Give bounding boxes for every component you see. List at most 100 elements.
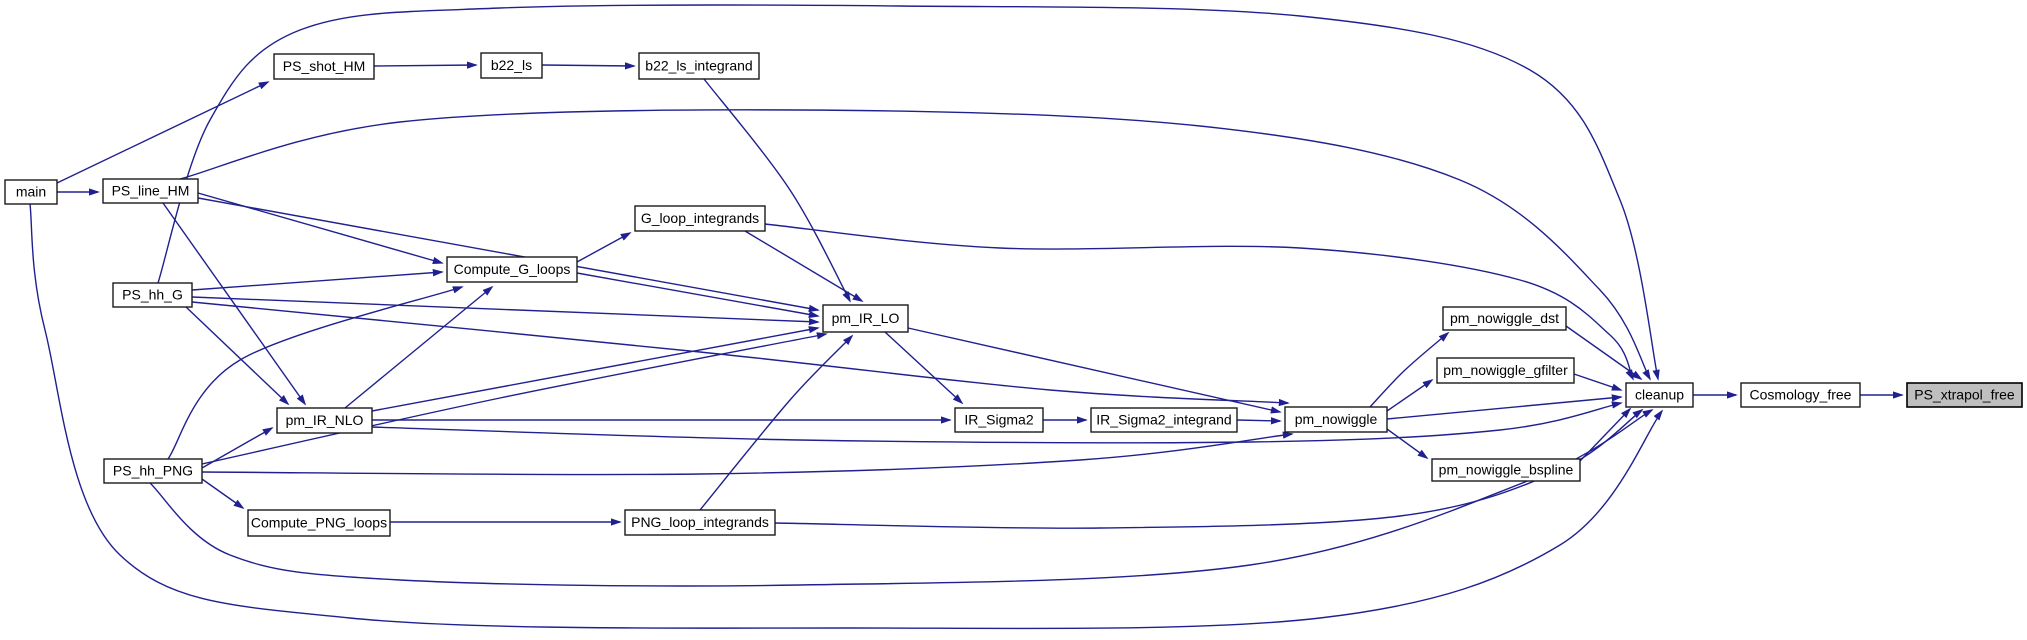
node-PS_shot_HM[interactable]: PS_shot_HM [273, 53, 375, 80]
node-pm_nowiggle_bspline-box[interactable] [1431, 458, 1581, 482]
node-pm_nowiggle_gfilter-box[interactable] [1436, 357, 1575, 384]
edge-G_loop_integrands-to-pm_IR_LO [744, 230, 864, 302]
node-b22_ls_integrand[interactable]: b22_ls_integrand [638, 52, 760, 80]
node-pm_IR_LO[interactable]: pm_IR_LO [822, 304, 909, 333]
node-PS_line_HM[interactable]: PS_line_HM [102, 178, 199, 204]
edge-PS_hh_PNG-to-cleanup [149, 409, 1654, 587]
node-PNG_loop_integrands-label: PNG_loop_integrands [631, 514, 769, 530]
node-b22_ls-label: b22_ls [491, 57, 532, 73]
node-PS_hh_G[interactable]: PS_hh_G [112, 282, 193, 308]
node-Compute_PNG_loops[interactable]: Compute_PNG_loops [247, 509, 391, 537]
node-main-box[interactable] [4, 179, 58, 205]
node-pm_nowiggle_bspline-label: pm_nowiggle_bspline [1439, 462, 1574, 478]
node-pm_nowiggle_gfilter-label: pm_nowiggle_gfilter [1443, 362, 1568, 378]
node-PS_xtrapol_free[interactable]: PS_xtrapol_free [1906, 382, 2023, 408]
node-b22_ls[interactable]: b22_ls [480, 52, 543, 79]
edge-PS_shot_HM-to-b22_ls [373, 61, 478, 69]
edge-IR_Sigma2_integrand-to-pm_nowiggle [1236, 417, 1282, 425]
edge-pm_nowiggle_dst-to-cleanup [1565, 325, 1643, 381]
edge-main-to-cleanup [29, 203, 1664, 630]
node-IR_Sigma2[interactable]: IR_Sigma2 [954, 407, 1044, 433]
edge-PS_hh_PNG-to-pm_nowiggle [201, 431, 1294, 476]
node-Compute_G_loops-box[interactable] [446, 256, 578, 283]
node-cleanup-box[interactable] [1625, 382, 1694, 408]
edge-PS_hh_G-to-Compute_G_loops [191, 269, 444, 291]
node-pm_IR_NLO-label: pm_IR_NLO [286, 412, 364, 428]
node-PS_hh_PNG-label: PS_hh_PNG [113, 463, 193, 479]
node-pm_nowiggle_dst-box[interactable] [1442, 306, 1567, 331]
node-PS_xtrapol_free-box[interactable] [1906, 382, 2023, 408]
edge-Compute_G_loops-to-G_loop_integrands [576, 232, 632, 263]
edge-PS_hh_PNG-to-Compute_PNG_loops [201, 478, 245, 510]
edge-pm_nowiggle-to-pm_nowiggle_bspline [1386, 428, 1429, 460]
node-PS_shot_HM-box[interactable] [273, 53, 375, 80]
node-PNG_loop_integrands-box[interactable] [624, 509, 776, 536]
node-pm_nowiggle[interactable]: pm_nowiggle [1284, 406, 1388, 433]
edge-PS_line_HM-to-Compute_G_loops [197, 192, 444, 264]
edge-PS_line_HM-to-pm_IR_NLO [162, 202, 307, 406]
node-b22_ls_integrand-box[interactable] [638, 52, 760, 80]
edge-pm_nowiggle-to-cleanup [1386, 394, 1623, 420]
node-Compute_G_loops-label: Compute_G_loops [454, 261, 571, 277]
node-PS_xtrapol_free-label: PS_xtrapol_free [1914, 387, 2015, 403]
edge-PNG_loop_integrands-to-pm_IR_LO [699, 334, 854, 511]
node-PS_hh_G-label: PS_hh_G [122, 287, 183, 303]
node-PS_hh_PNG[interactable]: PS_hh_PNG [103, 458, 203, 484]
edge-pm_nowiggle-to-pm_nowiggle_dst [1369, 331, 1450, 408]
node-PS_hh_G-box[interactable] [112, 282, 193, 308]
edge-PS_hh_G-to-pm_IR_LO [191, 296, 820, 326]
node-Compute_PNG_loops-box[interactable] [247, 509, 391, 537]
edge-pm_IR_LO-to-pm_nowiggle [907, 327, 1282, 414]
node-G_loop_integrands-box[interactable] [634, 205, 766, 232]
node-pm_nowiggle_bspline[interactable]: pm_nowiggle_bspline [1431, 458, 1581, 482]
edges-layer [29, 4, 1904, 630]
edge-PS_hh_G-to-pm_IR_NLO [185, 306, 290, 406]
node-cleanup-label: cleanup [1635, 387, 1684, 403]
node-Cosmology_free[interactable]: Cosmology_free [1740, 382, 1861, 408]
node-cleanup[interactable]: cleanup [1625, 382, 1694, 408]
node-pm_nowiggle_gfilter[interactable]: pm_nowiggle_gfilter [1436, 357, 1575, 384]
edge-G_loop_integrands-to-cleanup [764, 223, 1634, 381]
node-PS_line_HM-box[interactable] [102, 178, 199, 204]
edge-PS_hh_G-to-cleanup [157, 4, 1660, 381]
node-b22_ls-box[interactable] [480, 52, 543, 79]
node-PS_hh_PNG-box[interactable] [103, 458, 203, 484]
edge-PS_hh_PNG-to-pm_IR_LO [201, 332, 828, 465]
edge-PS_line_HM-to-pm_IR_LO [197, 197, 820, 312]
edge-pm_nowiggle_gfilter-to-cleanup [1573, 373, 1623, 391]
node-PNG_loop_integrands[interactable]: PNG_loop_integrands [624, 509, 776, 536]
edge-PS_hh_G-to-pm_nowiggle [191, 301, 1290, 407]
edge-pm_IR_NLO-to-pm_IR_LO [371, 326, 820, 412]
node-Compute_G_loops[interactable]: Compute_G_loops [446, 256, 578, 283]
edge-main-to-PS_shot_HM [56, 81, 270, 184]
node-PS_line_HM-label: PS_line_HM [112, 183, 190, 199]
node-pm_nowiggle-box[interactable] [1284, 406, 1388, 433]
node-IR_Sigma2_integrand-box[interactable] [1090, 407, 1238, 433]
node-Compute_PNG_loops-label: Compute_PNG_loops [251, 515, 387, 531]
node-pm_IR_NLO[interactable]: pm_IR_NLO [276, 407, 373, 434]
edge-PS_line_HM-to-cleanup [179, 109, 1651, 381]
node-pm_IR_LO-box[interactable] [822, 304, 909, 333]
edge-Compute_G_loops-to-pm_IR_LO [576, 272, 820, 318]
node-pm_nowiggle_dst-label: pm_nowiggle_dst [1450, 310, 1559, 326]
node-G_loop_integrands[interactable]: G_loop_integrands [634, 205, 766, 232]
nodes-layer: main PS_line_HM PS_shot_HM b22_ls b22_ls_int… [4, 52, 2023, 537]
node-Cosmology_free-label: Cosmology_free [1750, 387, 1852, 403]
node-IR_Sigma2_integrand-label: IR_Sigma2_integrand [1096, 412, 1231, 428]
node-b22_ls_integrand-label: b22_ls_integrand [645, 58, 752, 74]
node-IR_Sigma2-box[interactable] [954, 407, 1044, 433]
edge-b22_ls-to-b22_ls_integrand [541, 62, 636, 70]
node-pm_IR_NLO-box[interactable] [276, 407, 373, 434]
node-G_loop_integrands-label: G_loop_integrands [641, 210, 759, 226]
node-Cosmology_free-box[interactable] [1740, 382, 1861, 408]
node-IR_Sigma2-label: IR_Sigma2 [964, 412, 1033, 428]
edge-pm_nowiggle-to-pm_nowiggle_gfilter [1386, 378, 1434, 412]
node-pm_nowiggle_dst[interactable]: pm_nowiggle_dst [1442, 306, 1567, 331]
node-pm_IR_LO-label: pm_IR_LO [832, 310, 900, 326]
node-pm_nowiggle-label: pm_nowiggle [1295, 411, 1378, 427]
node-main-label: main [16, 184, 46, 200]
node-main[interactable]: main [4, 179, 58, 205]
node-IR_Sigma2_integrand[interactable]: IR_Sigma2_integrand [1090, 407, 1238, 433]
